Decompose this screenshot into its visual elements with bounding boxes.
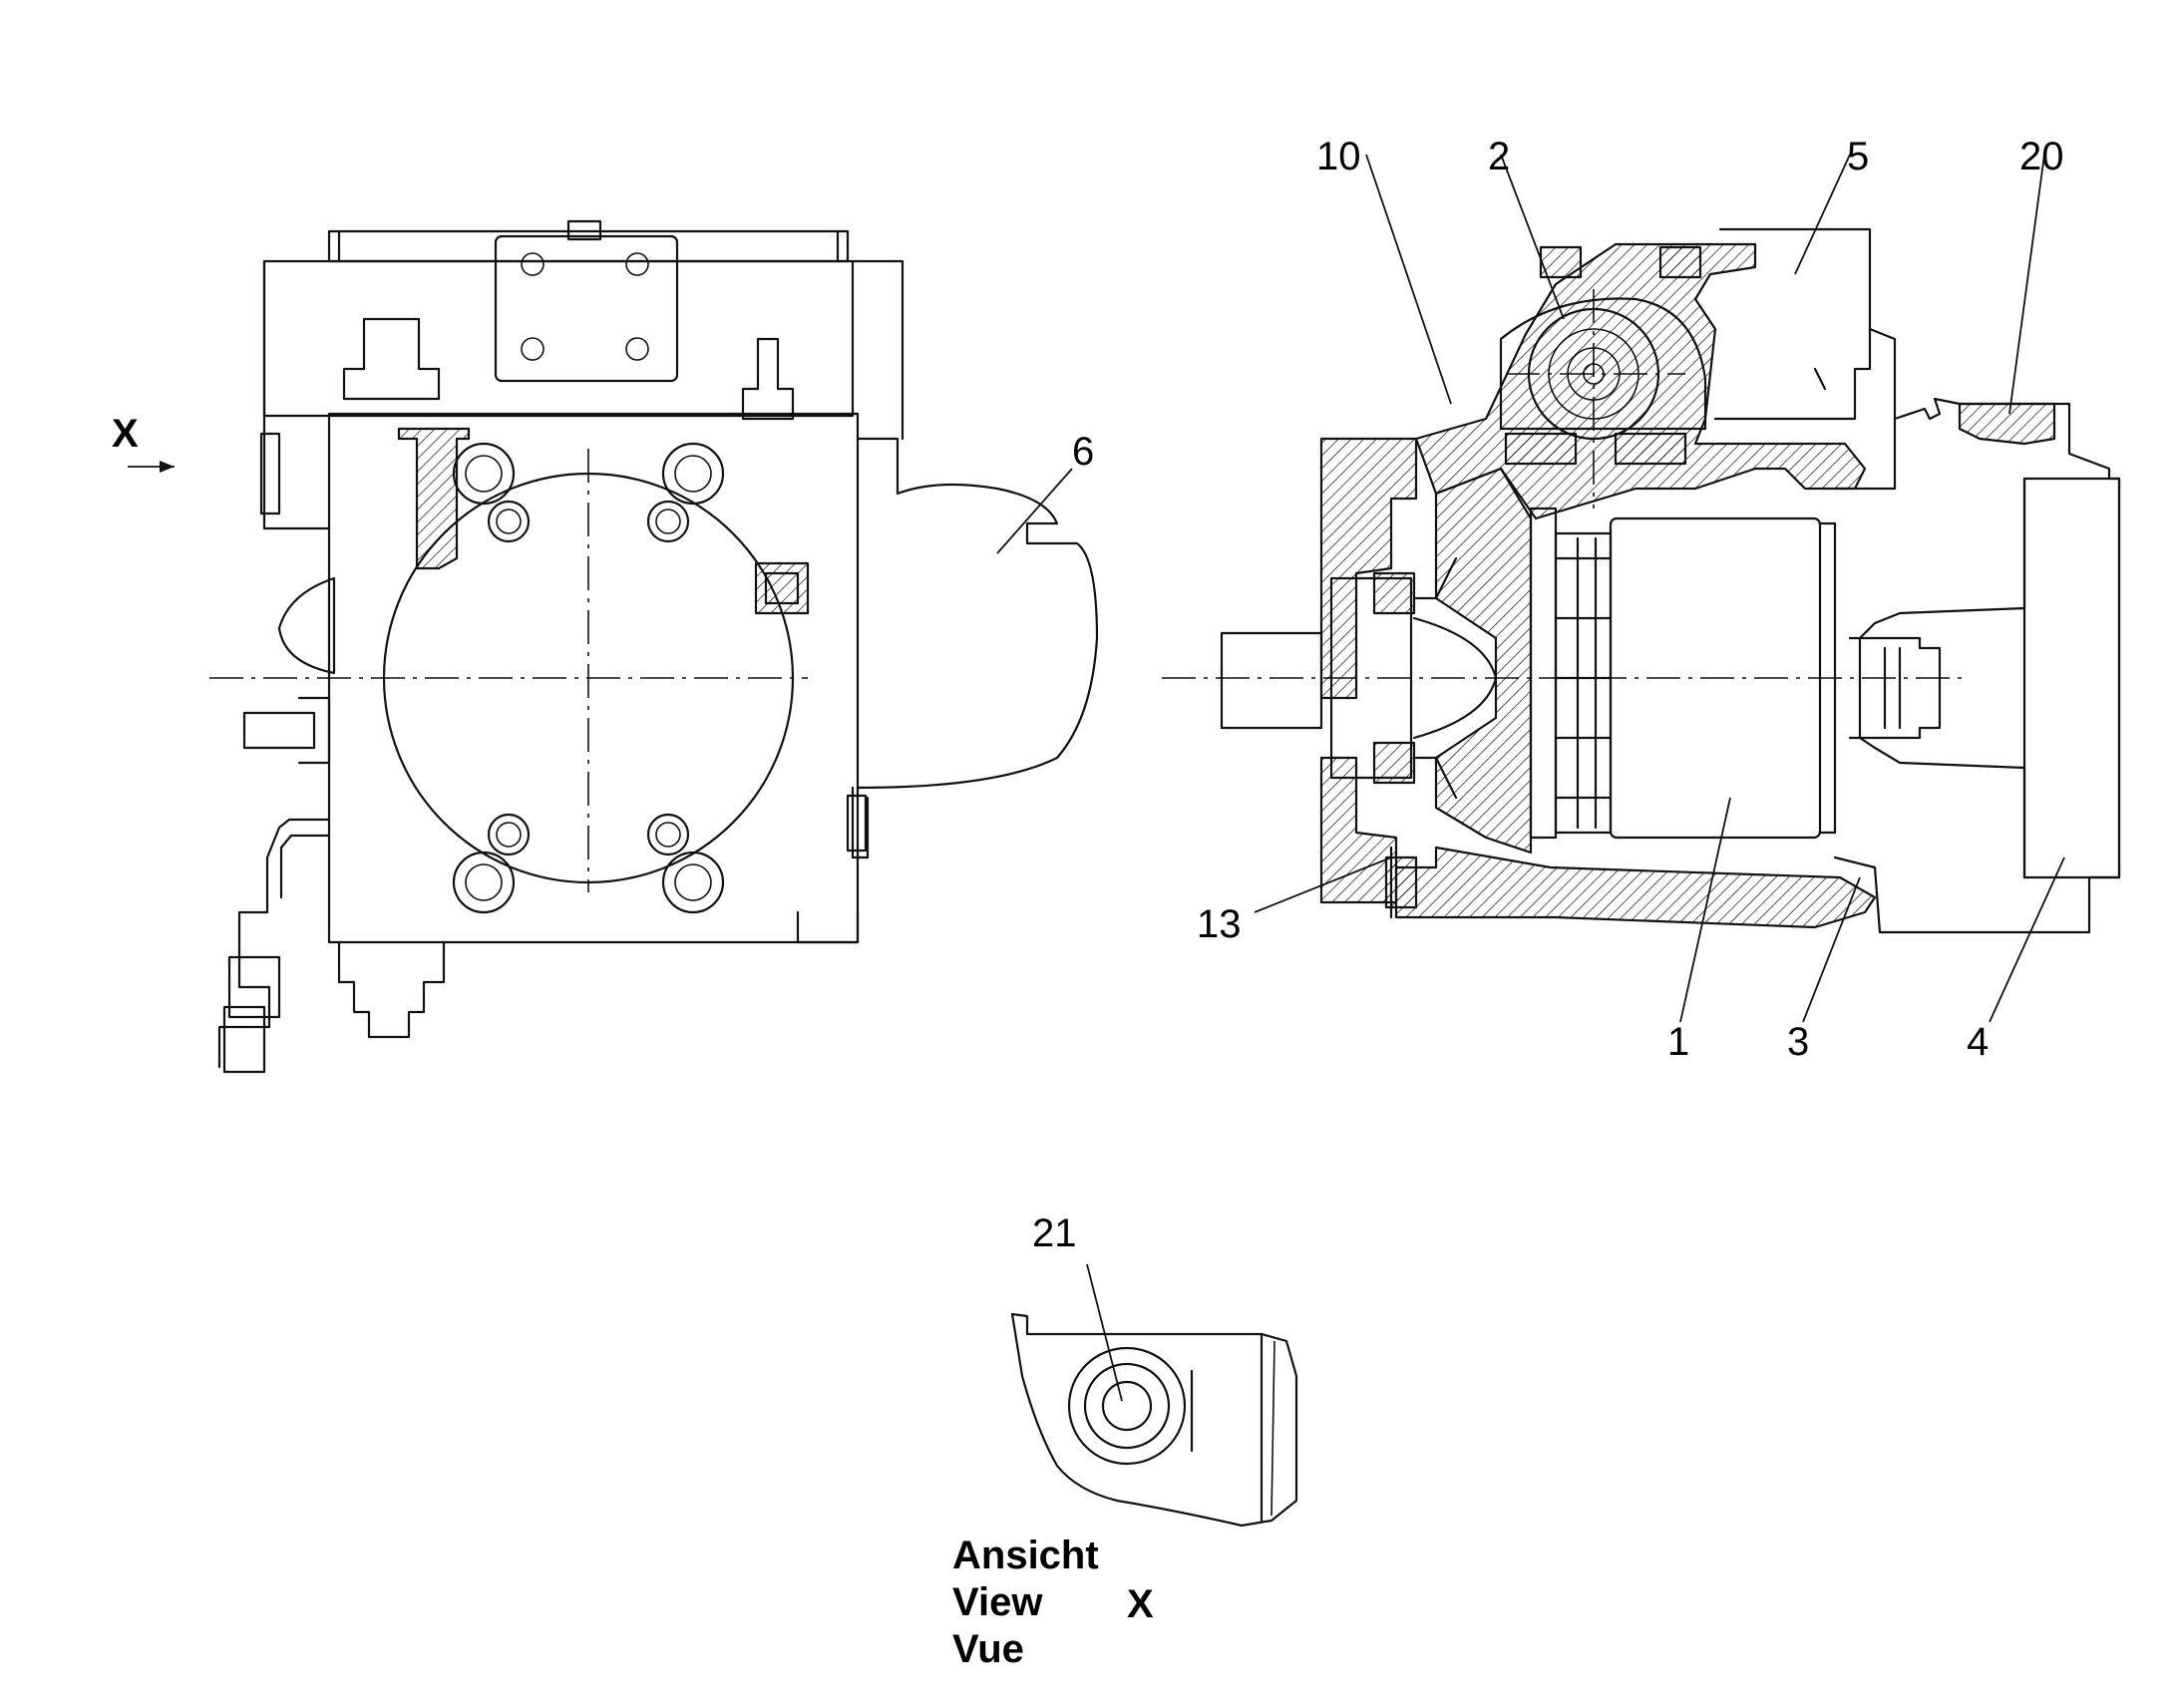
flange-bolts xyxy=(452,442,725,914)
callout-6: 6 xyxy=(1072,430,1094,474)
callout-3: 3 xyxy=(1787,1020,1809,1064)
callout-20: 20 xyxy=(2019,135,2064,178)
view-arrow-label: X xyxy=(112,412,139,456)
callout-5: 5 xyxy=(1847,135,1869,178)
callout-4: 4 xyxy=(1967,1020,1989,1064)
callout-10: 10 xyxy=(1316,135,1361,178)
view-caption: Ansicht View Vue X xyxy=(952,1534,1154,1671)
callout-1: 1 xyxy=(1667,1020,1689,1064)
callout-leaders xyxy=(996,154,2065,1023)
callout-2: 2 xyxy=(1488,135,1510,178)
callout-13: 13 xyxy=(1197,902,1242,946)
caption-vue: Vue xyxy=(952,1627,1024,1671)
pump-end-view xyxy=(209,219,1099,1074)
callout-numbers: 10 2 5 20 6 13 1 3 4 21 xyxy=(1032,135,2064,1255)
pump-section-view xyxy=(1162,227,2121,934)
caption-view: View xyxy=(952,1580,1043,1624)
caption-view-letter: X xyxy=(1127,1582,1154,1626)
callout-21: 21 xyxy=(1032,1211,1077,1255)
view-x-detail xyxy=(1010,1263,1298,1528)
view-x-arrow: X xyxy=(112,412,175,473)
caption-ansicht: Ansicht xyxy=(952,1534,1099,1577)
